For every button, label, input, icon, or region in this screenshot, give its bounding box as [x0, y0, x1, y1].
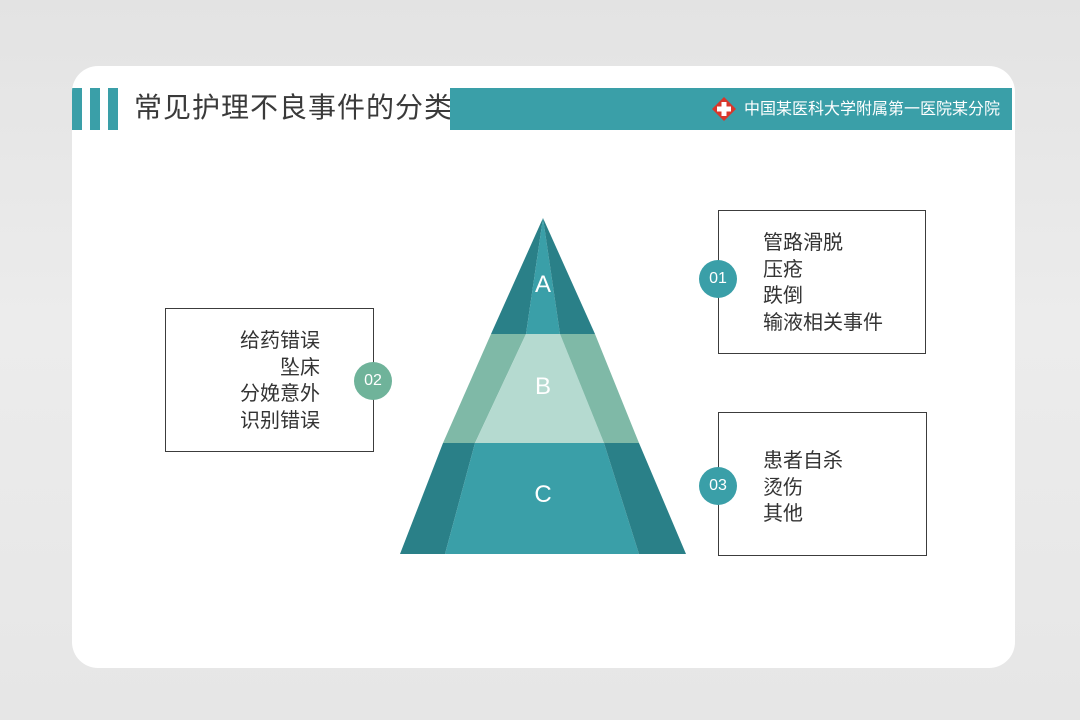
pyramid-tier-b-right [560, 334, 639, 443]
pyramid-tier-c-left [400, 443, 475, 554]
category-badge-02: 02 [354, 362, 392, 400]
category-01-item: 管路滑脱 [763, 230, 843, 254]
category-box-02 [165, 308, 374, 452]
category-box-03 [718, 412, 927, 556]
pyramid-diagram [400, 218, 686, 554]
category-02-item: 分娩意外 [240, 381, 320, 405]
red-cross-logo-icon [712, 97, 736, 121]
title-bar-3 [108, 88, 118, 130]
category-01-item: 输液相关事件 [763, 310, 883, 334]
organization-name: 中国某医科大学附属第一医院某分院 [744, 99, 1001, 118]
title-bar-1 [72, 88, 82, 130]
pyramid-tier-b-label: B [534, 373, 551, 400]
pyramid-tier-a-left [491, 218, 543, 334]
pyramid-tier-c-label: C [534, 481, 552, 508]
category-03-item: 患者自杀 [763, 448, 843, 472]
pyramid-tier-c-center [445, 443, 639, 554]
pyramid-tier-b-left [443, 334, 526, 443]
category-03-item: 其他 [763, 501, 803, 525]
category-01-item: 跌倒 [763, 283, 803, 307]
category-badge-01: 01 [699, 260, 737, 298]
pyramid-tier-b-center [475, 334, 604, 443]
pyramid-tier-a-center [526, 218, 560, 334]
pyramid-tier-a-label: A [534, 271, 551, 298]
header-band: 中国某医科大学附属第一医院某分院 [450, 88, 1012, 130]
pyramid-tier-c-right [604, 443, 686, 554]
slide-card: 常见护理不良事件的分类 中国某医科大学附属第一医院某分院 A B C 管路滑脱 … [72, 66, 1015, 668]
category-02-item: 识别错误 [240, 408, 320, 432]
category-01-item: 压疮 [763, 257, 803, 281]
category-03-item: 烫伤 [763, 475, 803, 499]
category-02-item: 给药错误 [240, 328, 320, 352]
pyramid-tier-a-right [543, 218, 595, 334]
category-02-item: 坠床 [280, 355, 320, 379]
category-box-01 [718, 210, 926, 354]
title-bar-2 [90, 88, 100, 130]
category-badge-03: 03 [699, 467, 737, 505]
page-title: 常见护理不良事件的分类 [134, 91, 454, 124]
